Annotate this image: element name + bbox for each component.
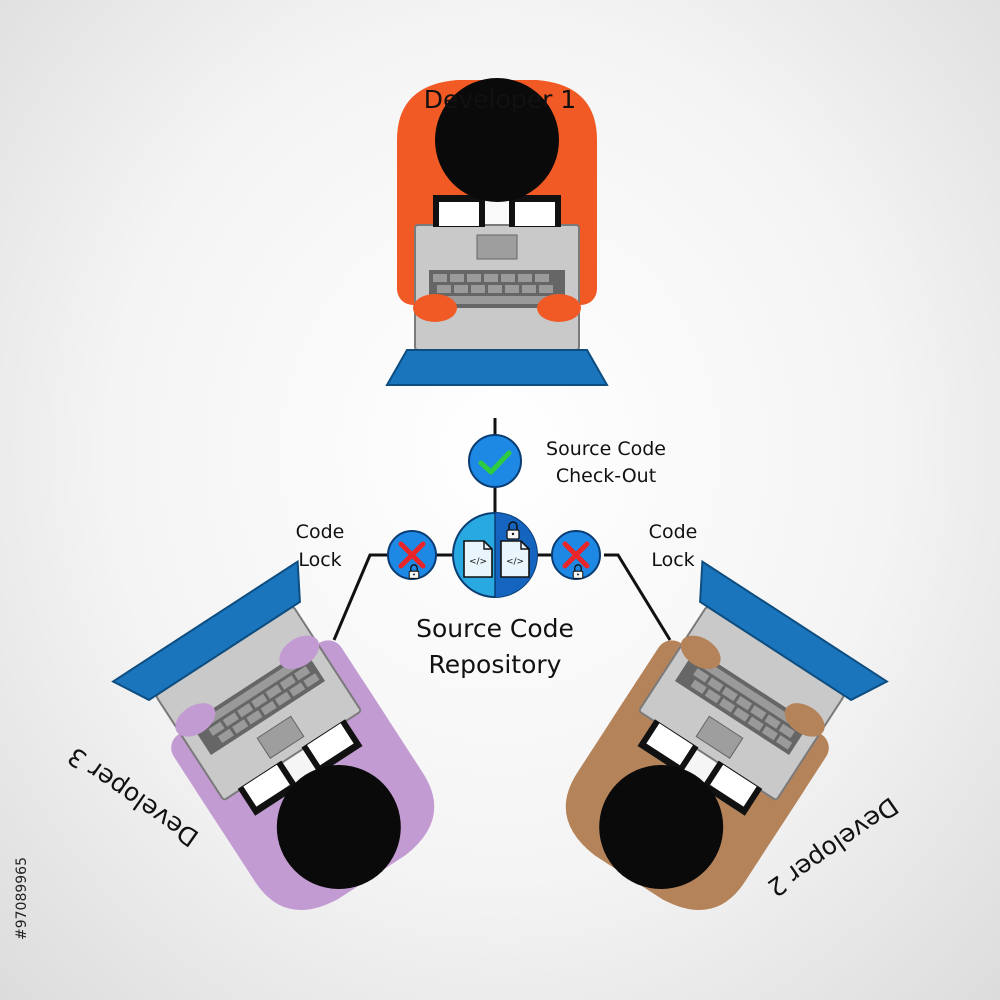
code-lock-left-line2: Lock	[298, 549, 341, 571]
svg-text:</>: </>	[469, 557, 487, 567]
developer-2-figure	[534, 560, 888, 940]
x-mark-icon	[398, 541, 426, 569]
x-mark-icon	[562, 541, 590, 569]
code-lock-right-badge[interactable]	[551, 530, 601, 580]
developer-3-figure	[112, 560, 466, 940]
connector-lock-left-dev3	[332, 553, 390, 641]
stock-id-watermark: #97089965	[14, 857, 30, 940]
code-file-locked-icon: </>	[500, 540, 530, 578]
checkout-label-line1: Source Code	[546, 438, 666, 460]
repository-label-line1: Source Code	[416, 614, 574, 643]
code-file-icon: </>	[463, 540, 493, 578]
developer-1-label: Developer 1	[424, 85, 576, 114]
repository-disk[interactable]: </> </>	[452, 512, 538, 598]
code-lock-right-line2: Lock	[651, 549, 694, 571]
developer-1-figure	[386, 77, 608, 386]
checkout-label-line2: Check-Out	[556, 465, 656, 487]
checkout-badge[interactable]	[468, 434, 522, 488]
connector-lock-right-dev2	[604, 553, 672, 641]
checkmark-icon	[478, 450, 512, 475]
code-lock-left-line1: Code	[296, 521, 345, 543]
repository-label-line2: Repository	[429, 650, 562, 679]
code-lock-right-line1: Code	[649, 521, 698, 543]
code-lock-left-badge[interactable]	[387, 530, 437, 580]
svg-text:</>: </>	[506, 557, 524, 567]
